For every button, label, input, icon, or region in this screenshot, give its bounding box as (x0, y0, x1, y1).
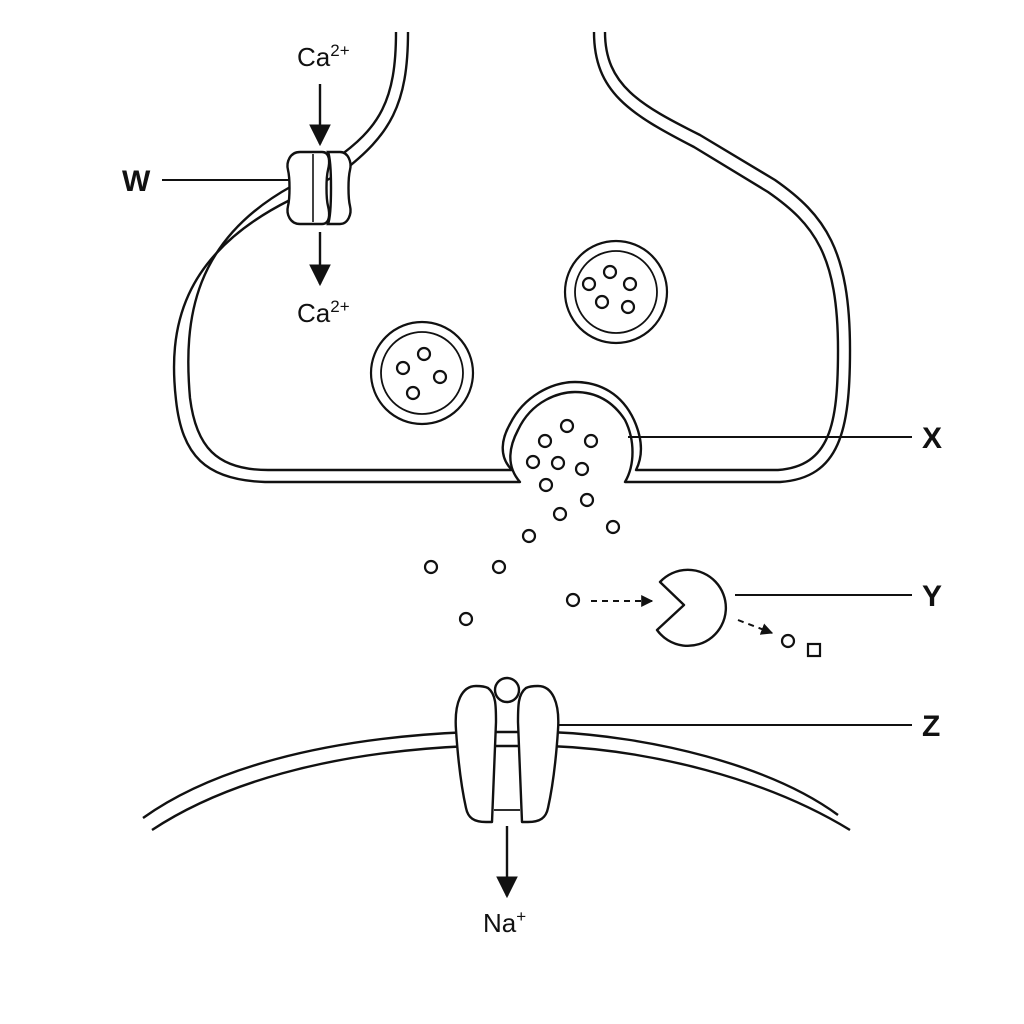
synaptic-vesicle-right (563, 239, 669, 345)
presynaptic-terminal (172, 31, 852, 484)
bound-neurotransmitter (493, 676, 521, 704)
receptor-left-subunit (454, 684, 498, 824)
presynaptic-membrane-outer (172, 31, 852, 484)
label-y: Y (922, 580, 942, 613)
sodium-ion-label: Na+ (483, 907, 526, 938)
label-x: X (922, 422, 942, 455)
calcium-channel-right-subunit (326, 150, 352, 226)
breakdown-product-circle (780, 633, 796, 649)
enzyme (655, 568, 728, 648)
presynaptic-membrane-inner (187, 31, 840, 472)
calcium-ion-label-inside: Ca2+ (297, 297, 350, 328)
calcium-channel-left-subunit (286, 150, 331, 226)
receptor-channel (454, 676, 560, 824)
postsynaptic-membrane (142, 730, 851, 832)
synaptic-vesicle-left (369, 320, 475, 426)
released-neurotransmitters (423, 418, 621, 627)
product-release-arrow (737, 619, 774, 635)
label-z: Z (922, 710, 940, 743)
receptor-right-subunit (516, 684, 560, 824)
calcium-channel (286, 150, 352, 226)
neurotransmitter-substrate (565, 592, 581, 608)
calcium-ion-label-outside: Ca2+ (297, 41, 350, 72)
label-w: W (122, 165, 151, 198)
breakdown-product-square (806, 642, 822, 658)
